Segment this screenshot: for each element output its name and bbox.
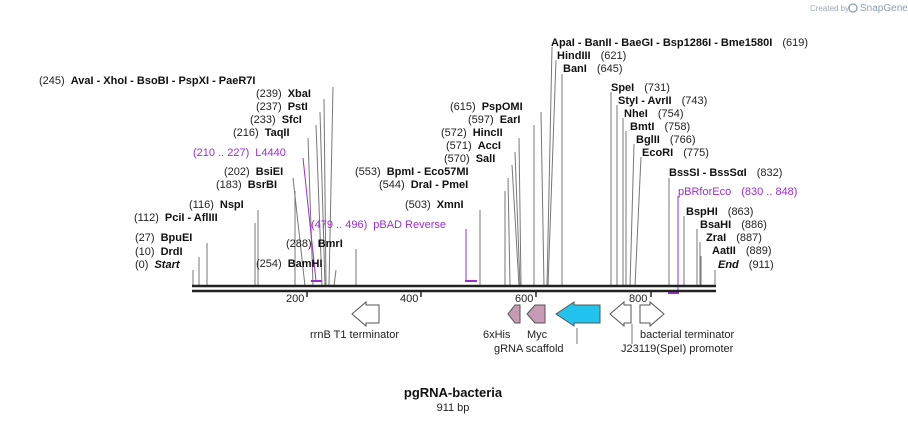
leader-bglii (629, 143, 635, 287)
site-label: (202)BsiEI (224, 166, 283, 178)
site-label: (254)BamHI (256, 258, 323, 270)
snapgene-logo-icon (848, 3, 858, 13)
plasmid-name: pgRNA-bacteria (404, 385, 503, 400)
ruler-tick-label: 800 (629, 293, 647, 305)
site-label: (112)PciI - AflIII (134, 212, 218, 224)
leader-hincii (518, 137, 522, 287)
leader-sali (511, 164, 520, 287)
feature-labels: rrnB T1 terminator 6xHis Myc gRNA scaffo… (310, 329, 734, 355)
credit-prefix: Created by (810, 4, 849, 13)
backbone (192, 284, 716, 293)
snapgene-credit: Created by SnapGene (810, 3, 908, 14)
site-label: (239)XbaI (256, 88, 311, 100)
site-label: BssSI - BssSαI(832) (669, 167, 782, 179)
leader-hindiii (547, 59, 557, 287)
leader-psti (319, 111, 326, 287)
site-label: (27)BpuEI (135, 232, 192, 244)
feature-grna-scaffold-arrow[interactable] (555, 301, 601, 327)
feature-label-6xhis: 6xHis (483, 329, 511, 341)
site-label: (233)SfcI (250, 114, 302, 126)
site-labels: (0)Start (10)DrdI (27)BpuEI (112)PciI - … (39, 37, 808, 271)
site-label: End(911) (718, 259, 774, 271)
site-label: BspHI(863) (686, 206, 753, 218)
leader-bpmi (507, 177, 511, 287)
feature-6xhis-arrow[interactable] (507, 304, 521, 324)
site-label: HindIII(621) (557, 50, 626, 62)
site-leaders (192, 46, 716, 287)
ruler: 200 400 600 800 (286, 291, 652, 305)
site-label: AatII(889) (712, 245, 772, 257)
primer-label-pbrforeco: pBRforEco(830 .. 848) (678, 186, 797, 198)
site-label: NheI(754) (624, 108, 684, 120)
leader-apai (546, 46, 553, 287)
site-label: (553)BpmI - Eco57MI (355, 166, 469, 178)
leader-l4440 (302, 157, 317, 282)
site-label: (10)DrdI (135, 246, 183, 258)
site-label: (544)DraI - PmeI (379, 179, 468, 191)
site-label: BmtI(758) (630, 121, 690, 133)
site-label: ApaI - BanII - BaeGI - Bsp1286I - Bme158… (551, 37, 808, 49)
leader-pspomi (540, 111, 545, 287)
primer-marks (311, 280, 679, 294)
primer-label-pbad-reverse: (479 .. 496)pBAD Reverse (311, 219, 446, 231)
leader-bsiei (292, 177, 306, 287)
leader-taqii (307, 137, 314, 287)
site-label: (237)PstI (256, 101, 308, 113)
site-label: (571)AccI (446, 140, 501, 152)
site-label: ZraI(887) (706, 232, 762, 244)
plasmid-length: 911 bp (437, 402, 470, 414)
feature-myc-arrow[interactable] (526, 304, 546, 324)
site-label: (615)PspOMI (450, 101, 523, 113)
features (351, 300, 665, 344)
leader-ecori (634, 156, 642, 287)
feature-label-bacterial-terminator: bacterial terminator (640, 329, 734, 341)
feature-bacterial-terminator-arrow[interactable] (639, 300, 665, 328)
site-label: (503)XmnI (405, 199, 464, 211)
primer-leaders (302, 157, 679, 293)
feature-label-rrnb-t1-terminator: rrnB T1 terminator (310, 329, 399, 341)
site-label: (216)TaqII (233, 127, 290, 139)
leader-bamhi (333, 269, 337, 287)
leader-xbai (323, 98, 327, 287)
feature-label-j23119-promoter: J23119(SpeI) promoter (621, 343, 734, 355)
primer-labels: (210 .. 227)L4440 (479 .. 496)pBAD Rever… (193, 147, 797, 231)
feature-label-grna-scaffold: gRNA scaffold (494, 343, 564, 355)
ruler-tick-label: 400 (400, 293, 418, 305)
site-label: StyI - AvrII(743) (618, 95, 707, 107)
leader-sfci (315, 124, 323, 287)
site-label: BglII(766) (636, 134, 696, 146)
site-label: EcoRI(775) (642, 147, 709, 159)
site-label: (570)SalI (444, 153, 495, 165)
ruler-tick-label: 600 (515, 293, 533, 305)
leader-acci (514, 151, 521, 287)
site-label: (116)NspI (189, 199, 244, 211)
credit-brand: SnapGene (860, 3, 908, 14)
site-label: SpeI(731) (611, 82, 670, 94)
leader-avai (328, 86, 334, 287)
site-label: (288)BmrI (286, 238, 343, 250)
primer-label-l4440: (210 .. 227)L4440 (193, 147, 286, 159)
feature-j23119-promoter-arrow[interactable] (609, 300, 632, 328)
ruler-tick-label: 200 (286, 293, 304, 305)
site-label: (245)AvaI - XhoI - BsoBI - PspXI - PaeR7… (39, 75, 256, 87)
site-label: (572)HincII (441, 127, 503, 139)
site-label: (597)EarI (468, 114, 520, 126)
feature-label-myc: Myc (527, 329, 548, 341)
site-label: BsaHI(886) (700, 219, 767, 231)
site-label: BanI(645) (563, 63, 623, 75)
feature-rrnb-t1-terminator-arrow[interactable] (351, 300, 380, 328)
map-title-block: pgRNA-bacteria 911 bp (404, 385, 503, 414)
site-label: (0)Start (135, 259, 181, 271)
site-label: (183)BsrBI (216, 179, 277, 191)
